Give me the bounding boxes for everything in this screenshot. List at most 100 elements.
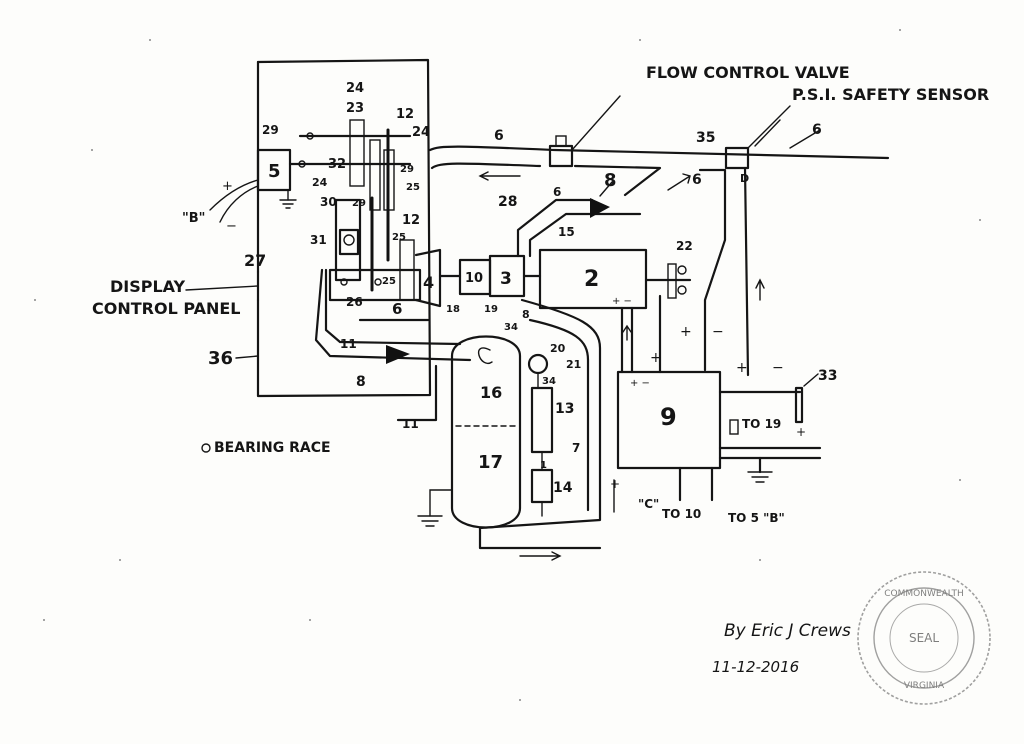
svg-text:32: 32 (328, 157, 346, 172)
svg-text:6: 6 (812, 122, 822, 138)
to-10-label: TO 10 (662, 507, 701, 521)
svg-text:8: 8 (604, 170, 617, 191)
component-2-label: 2 (584, 267, 599, 292)
svg-text:7: 7 (572, 441, 580, 455)
gear-train-assembly (288, 119, 442, 322)
svg-text:8: 8 (522, 308, 530, 321)
svg-text:21: 21 (566, 358, 581, 371)
pipe-11 (314, 268, 472, 422)
bearing-race-label: BEARING RACE (214, 440, 331, 456)
svg-text:12: 12 (402, 213, 420, 228)
flow-control-valve-callout: FLOW CONTROL VALVE (646, 63, 850, 82)
svg-text:34: 34 (504, 322, 518, 333)
svg-text:28: 28 (498, 194, 517, 210)
svg-text:30: 30 (320, 195, 337, 209)
svg-text:19: 19 (484, 304, 498, 315)
svg-text:24: 24 (412, 125, 430, 140)
svg-text:11: 11 (340, 337, 357, 351)
polarity-markers: + − + + − + + (610, 324, 806, 491)
svg-text:+: + (796, 425, 806, 439)
control-panel-label: CONTROL PANEL (92, 299, 241, 318)
svg-text:26: 26 (346, 295, 363, 309)
svg-text:12: 12 (396, 107, 414, 122)
wires-9-right (718, 390, 822, 483)
ground-symbol-5 (279, 189, 297, 209)
ref-36: 36 (208, 348, 259, 369)
svg-text:29: 29 (400, 164, 414, 175)
flow-arrows-top (478, 171, 765, 301)
svg-text:18: 18 (446, 304, 460, 315)
component-17-label: 17 (478, 452, 503, 473)
svg-text:23: 23 (346, 101, 364, 116)
svg-text:6: 6 (494, 128, 504, 144)
b-label: "B" (182, 211, 205, 226)
component-13-label: 13 (555, 401, 574, 417)
svg-text:+: + (610, 477, 620, 491)
controller-9: 9 + − (616, 370, 722, 470)
signature-text: By Eric J Crews (724, 621, 851, 641)
component-5-label: 5 (268, 161, 281, 182)
display-label: DISPLAY (110, 277, 186, 296)
svg-text:1: 1 (540, 460, 547, 471)
component-13: 13 (530, 386, 574, 454)
svg-text:15: 15 (558, 225, 575, 239)
pipe-7 (478, 298, 602, 561)
svg-text:+: + (222, 179, 233, 194)
to-19-label: TO 19 (742, 417, 781, 431)
tank-16-17: 16 17 (450, 335, 522, 529)
svg-text:24: 24 (312, 176, 328, 189)
svg-text:+ −: + − (612, 296, 632, 307)
seal-line-1: COMMONWEALTH (884, 589, 964, 599)
pipe-6-top (428, 119, 890, 377)
seal-line-2: SEAL (909, 631, 939, 645)
component-3-label: 3 (500, 269, 512, 289)
svg-text:11: 11 (402, 417, 419, 431)
svg-text:29: 29 (352, 198, 366, 209)
component-14: 14 (530, 468, 573, 504)
b-wires: + "B" − (182, 179, 259, 234)
component-9-label: 9 (660, 403, 677, 431)
svg-text:36: 36 (208, 348, 233, 369)
pipe-15 (516, 198, 642, 258)
svg-text:34: 34 (542, 376, 556, 387)
svg-text:27: 27 (244, 251, 266, 270)
signature-block: By Eric J Crews 11-12-2016 (712, 621, 851, 676)
svg-text:6: 6 (392, 300, 402, 318)
svg-text:25: 25 (406, 182, 420, 193)
flow-control-valve (548, 95, 621, 168)
svg-text:24: 24 (346, 81, 364, 96)
c-label: "C" (638, 497, 659, 511)
svg-text:25: 25 (392, 232, 406, 243)
component-16-label: 16 (480, 383, 502, 402)
paper-specks (34, 29, 981, 701)
svg-text:25: 25 (382, 276, 396, 287)
signature-date: 11-12-2016 (712, 658, 799, 676)
svg-text:+: + (736, 360, 748, 376)
svg-text:8: 8 (356, 374, 366, 390)
coupling-22 (667, 263, 687, 299)
connection-labels: TO 19 TO 10 TO 5 "B" "C" (638, 417, 785, 525)
component-33 (794, 373, 819, 424)
component-2: 2 + − (538, 248, 648, 310)
reference-numbers: 24 23 12 24 29 32 24 30 29 29 25 12 25 2… (244, 81, 837, 471)
d-label: D (740, 172, 749, 185)
component-4-label: 4 (423, 273, 434, 292)
component-3: 3 (488, 254, 526, 298)
bearing-race-legend: BEARING RACE (201, 440, 331, 456)
svg-text:31: 31 (310, 233, 327, 247)
ground-symbol-tank (417, 489, 453, 527)
wires-9-bottom (613, 466, 714, 513)
component-14-label: 14 (553, 480, 573, 496)
notary-seal: COMMONWEALTH SEAL VIRGINIA (857, 571, 991, 705)
svg-text:22: 22 (676, 239, 693, 253)
component-10-label: 10 (465, 271, 483, 286)
motor-10: 10 (458, 258, 492, 296)
gauge-20 (527, 353, 549, 517)
svg-text:+ −: + − (630, 378, 650, 389)
svg-text:35: 35 (696, 130, 715, 146)
svg-text:−: − (226, 219, 237, 234)
display-control-panel-callout: DISPLAY CONTROL PANEL (92, 277, 259, 318)
svg-text:29: 29 (262, 123, 279, 137)
